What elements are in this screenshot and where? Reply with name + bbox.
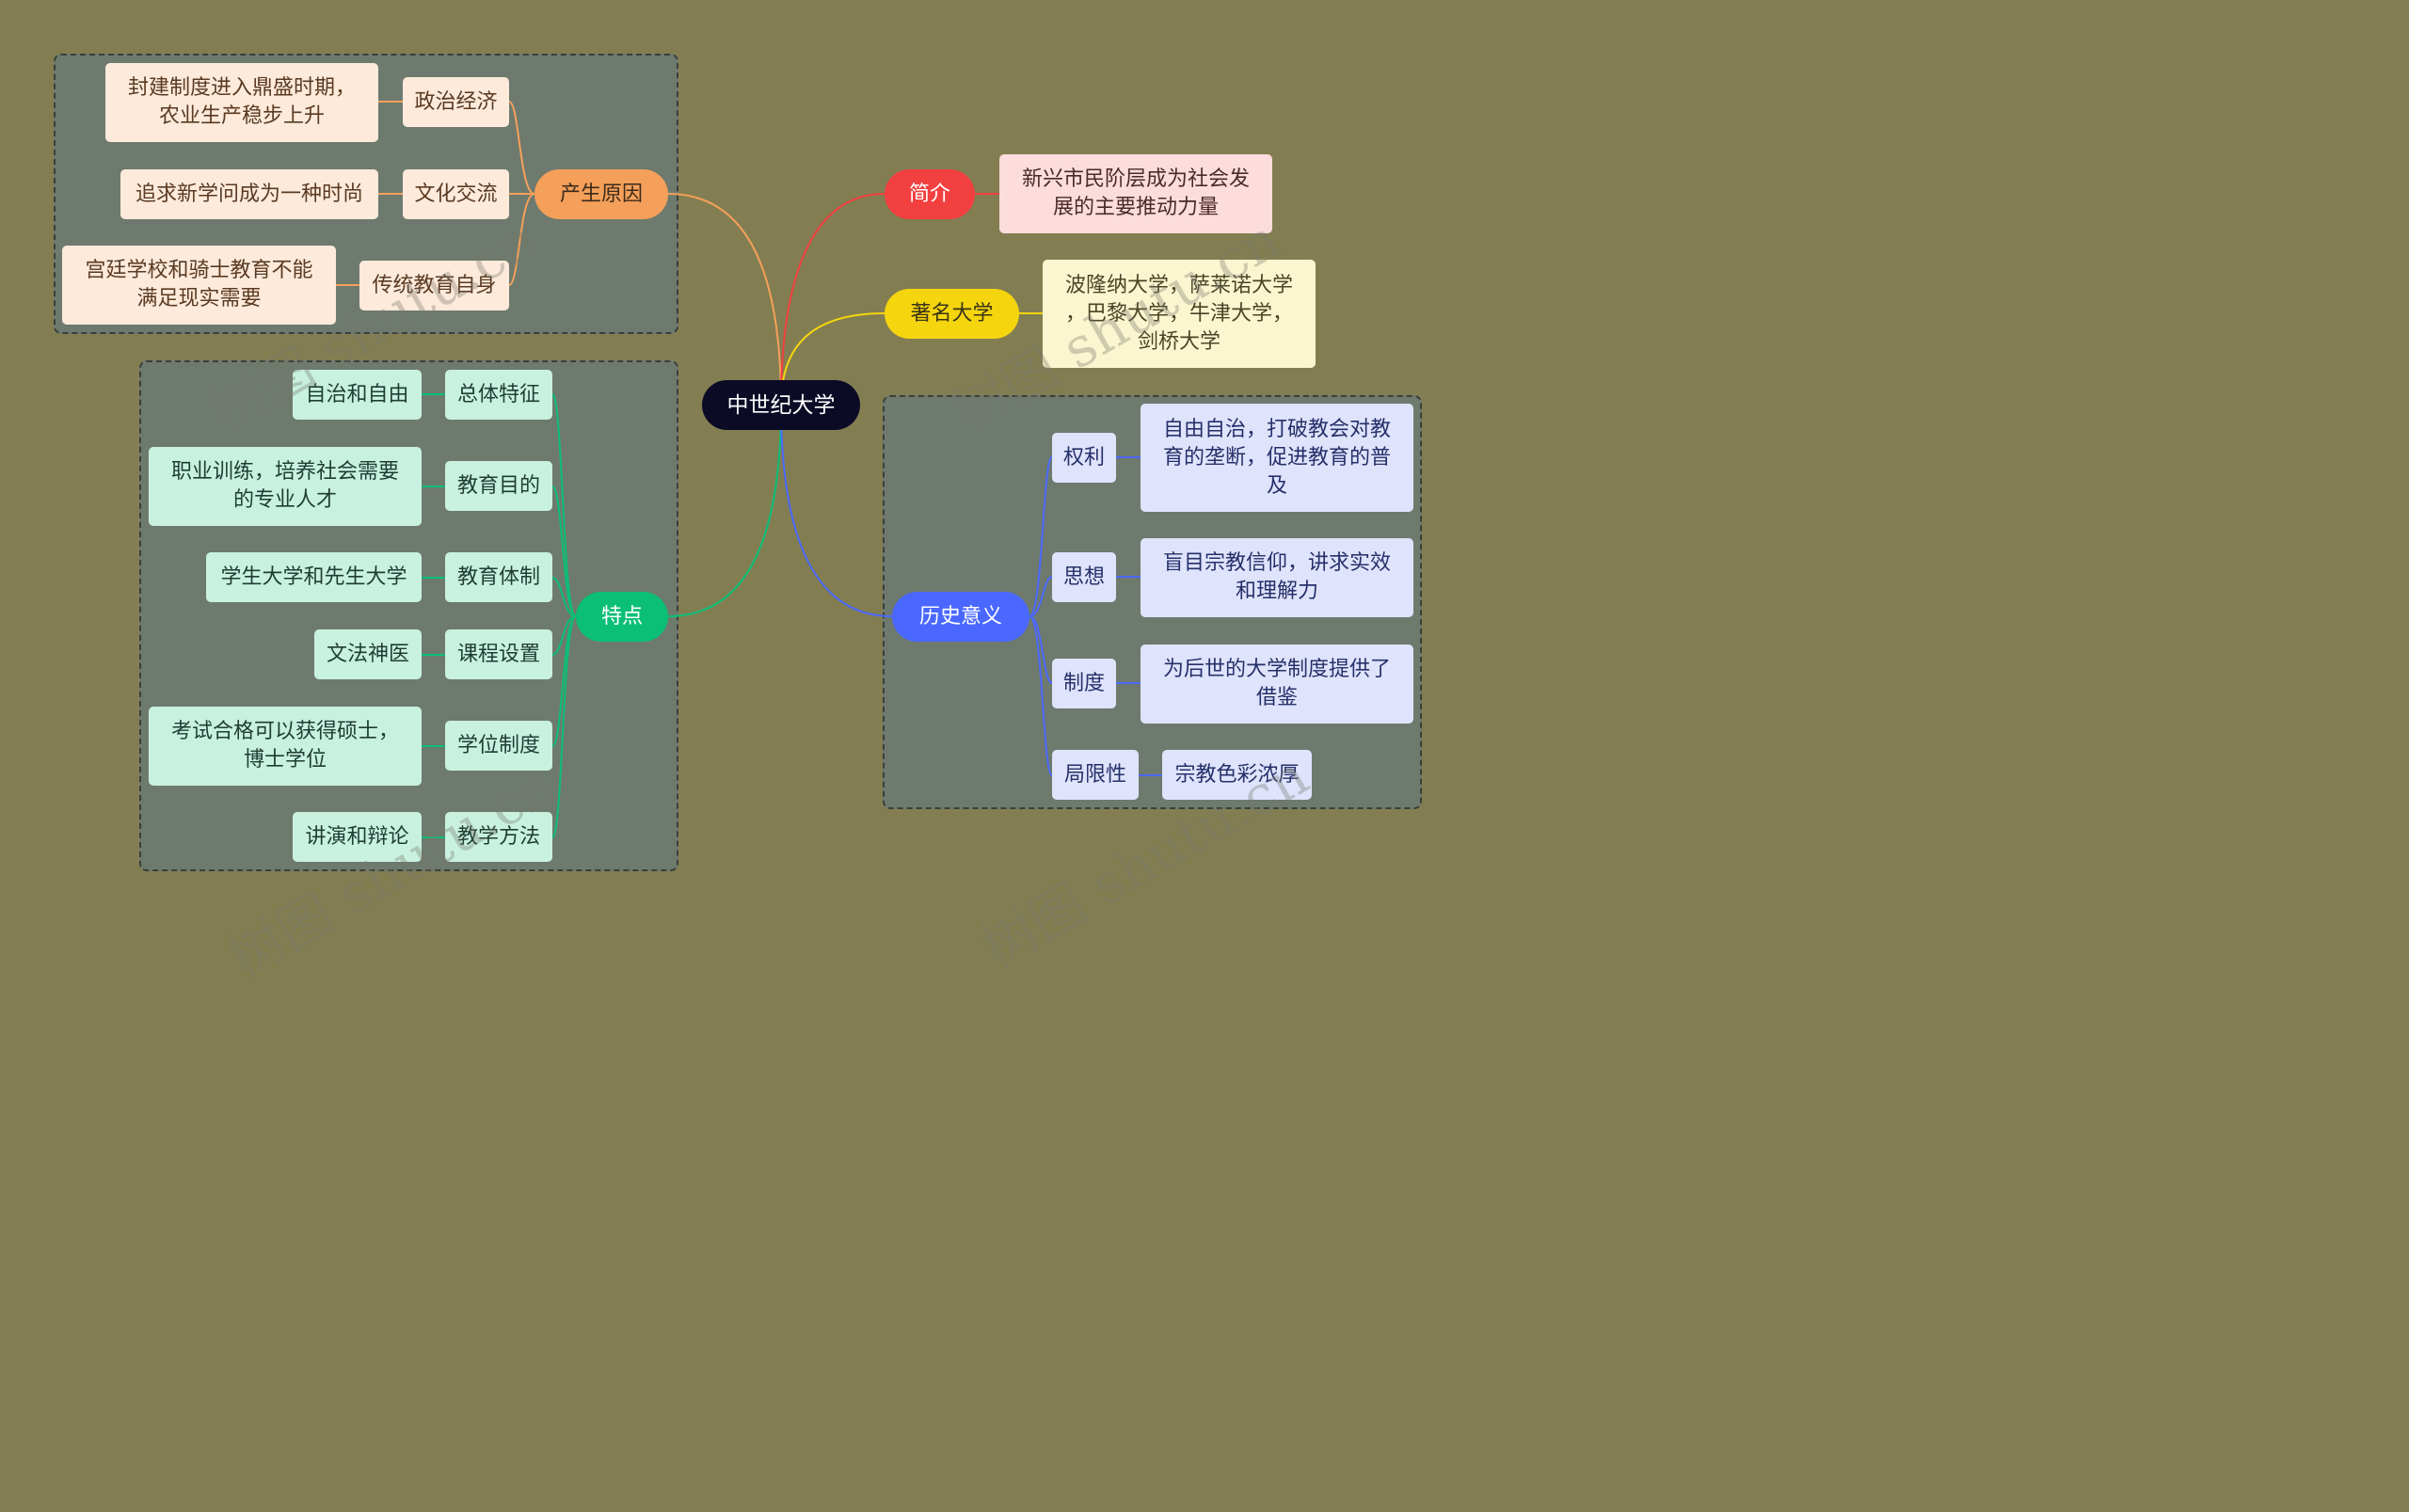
causes-detail-culture[interactable]: 追求新学问成为一种时尚 — [120, 169, 378, 219]
features-detail-purpose[interactable]: 职业训练，培养社会需要 的专业人才 — [149, 447, 422, 526]
features-item-method[interactable]: 教学方法 — [445, 812, 552, 862]
features-node[interactable]: 特点 — [576, 592, 668, 642]
features-item-purpose[interactable]: 教育目的 — [445, 461, 552, 511]
features-detail-curriculum[interactable]: 文法神医 — [314, 629, 422, 679]
features-item-overall[interactable]: 总体特征 — [445, 370, 552, 420]
significance-detail-thought[interactable]: 盲目宗教信仰，讲求实效 和理解力 — [1141, 538, 1413, 617]
significance-item-limitation[interactable]: 局限性 — [1052, 750, 1139, 800]
significance-item-system[interactable]: 制度 — [1052, 659, 1116, 708]
significance-detail-limitation[interactable]: 宗教色彩浓厚 — [1162, 750, 1312, 800]
causes-item-politics[interactable]: 政治经济 — [403, 77, 509, 127]
causes-detail-tradition[interactable]: 宫廷学校和骑士教育不能 满足现实需要 — [62, 246, 336, 325]
features-detail-overall[interactable]: 自治和自由 — [293, 370, 422, 420]
causes-item-tradition[interactable]: 传统教育自身 — [359, 261, 509, 310]
causes-node[interactable]: 产生原因 — [534, 169, 668, 219]
features-item-system[interactable]: 教育体制 — [445, 552, 552, 602]
features-detail-degree[interactable]: 考试合格可以获得硕士， 博士学位 — [149, 707, 422, 786]
mindmap-canvas: 中世纪大学 产生原因 政治经济 封建制度进入鼎盛时期， 农业生产稳步上升 文化交… — [0, 0, 1476, 991]
causes-detail-politics[interactable]: 封建制度进入鼎盛时期， 农业生产稳步上升 — [105, 63, 378, 142]
intro-node[interactable]: 简介 — [885, 169, 975, 219]
features-detail-system[interactable]: 学生大学和先生大学 — [206, 552, 422, 602]
features-item-curriculum[interactable]: 课程设置 — [445, 629, 552, 679]
significance-detail-system[interactable]: 为后世的大学制度提供了 借鉴 — [1141, 645, 1413, 724]
significance-detail-rights[interactable]: 自由自治，打破教会对教 育的垄断，促进教育的普 及 — [1141, 404, 1413, 512]
features-item-degree[interactable]: 学位制度 — [445, 721, 552, 771]
intro-detail[interactable]: 新兴市民阶层成为社会发 展的主要推动力量 — [999, 154, 1272, 233]
root-node[interactable]: 中世纪大学 — [702, 380, 860, 430]
famous-universities-node[interactable]: 著名大学 — [885, 289, 1019, 339]
connector-lines — [336, 101, 1162, 838]
features-detail-method[interactable]: 讲演和辩论 — [293, 812, 422, 862]
significance-item-rights[interactable]: 权利 — [1052, 433, 1116, 483]
significance-item-thought[interactable]: 思想 — [1052, 552, 1116, 602]
famous-universities-detail[interactable]: 波隆纳大学，萨莱诺大学 ，巴黎大学，牛津大学， 剑桥大学 — [1043, 260, 1316, 368]
significance-node[interactable]: 历史意义 — [892, 592, 1029, 642]
causes-item-culture[interactable]: 文化交流 — [403, 169, 509, 219]
